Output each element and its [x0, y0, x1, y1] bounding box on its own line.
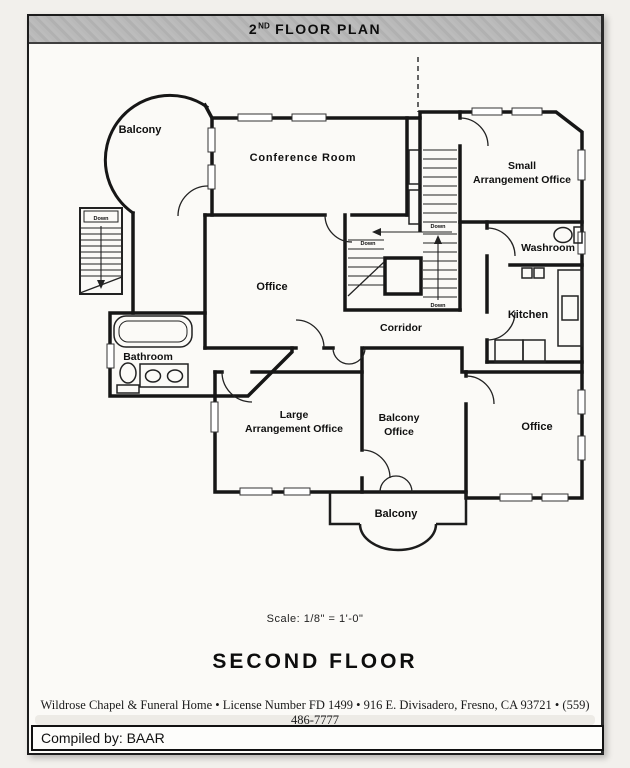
door-arc — [486, 227, 516, 257]
fixtures — [113, 226, 583, 394]
sink — [144, 369, 162, 383]
window — [239, 487, 273, 496]
stair-arrow-head — [434, 235, 442, 244]
kitchen-counter — [557, 269, 583, 347]
bottom-balcony-bay — [328, 492, 468, 552]
kitchen-sink — [561, 295, 579, 321]
kitchen-counter — [522, 339, 546, 363]
room-label-small-arrangement-2: Arrangement Office — [473, 174, 571, 186]
floor-plan-drawing: Balcony Conference Room Small Arrangemen… — [79, 57, 586, 552]
toilet-tank — [573, 226, 583, 244]
stair-break-line — [347, 261, 385, 297]
room-label-conference: Conference Room — [250, 152, 357, 164]
stove-burner — [533, 267, 545, 279]
window — [577, 149, 586, 181]
left-flight-treads — [348, 239, 384, 286]
window — [210, 401, 219, 433]
window — [577, 389, 586, 415]
down-label-box — [83, 210, 119, 223]
stair-break-line — [79, 276, 123, 294]
door-arc — [459, 117, 489, 147]
closet — [408, 189, 421, 225]
door-arc — [361, 449, 391, 479]
stairwell-wall — [343, 213, 462, 312]
window — [283, 487, 311, 496]
window — [499, 493, 533, 502]
kitchen-counter — [494, 339, 524, 363]
footer-business-info: Wildrose Chapel & Funeral Home • License… — [40, 698, 590, 727]
door-arc — [295, 319, 325, 349]
stair-arrow-head — [372, 228, 381, 236]
floor-title: SECOND FLOOR — [212, 650, 418, 673]
stove-burner — [521, 267, 533, 279]
scan-smudge — [35, 715, 595, 725]
stair-landing-box — [383, 256, 423, 296]
room-label-bathroom: Bathroom — [123, 351, 173, 363]
sink — [166, 369, 184, 383]
upper-flight-treads — [423, 149, 457, 223]
room-label-balcony-office-2: Office — [384, 426, 414, 438]
bathtub-inner — [118, 320, 188, 343]
compiled-by-bar: Compiled by: BAAR — [31, 725, 604, 751]
room-label-kitchen: Kitchen — [508, 309, 549, 321]
down-label-mid-stair: Down — [361, 241, 377, 247]
double-door-arc — [332, 347, 366, 365]
document-page: 2ND FLOOR PLAN — [27, 14, 604, 755]
bay-walls — [328, 492, 468, 526]
room-label-large-arrangement-1: Large — [280, 409, 309, 421]
room-labels: Balcony Conference Room Small Arrangemen… — [119, 124, 575, 520]
room-label-large-arrangement-2: Arrangement Office — [245, 423, 343, 435]
room-label-office-right: Office — [521, 421, 552, 433]
down-label-left-stair: Down — [94, 216, 110, 222]
walls — [103, 93, 584, 500]
room-label-balcony-office-1: Balcony — [379, 412, 420, 424]
closet — [408, 149, 421, 185]
doors — [177, 117, 516, 493]
room-label-balcony-bottom: Balcony — [375, 508, 419, 520]
down-label-right-stair: Down — [431, 303, 447, 309]
french-door-arc — [379, 475, 413, 493]
stair-outline — [79, 207, 123, 295]
left-staircase — [79, 207, 123, 295]
room-label-small-arrangement-1: Small — [508, 160, 536, 172]
toilet-bowl — [119, 362, 137, 384]
room-label-corridor: Corridor — [380, 322, 422, 334]
down-labels: Down Down Down Down — [94, 216, 447, 309]
title-superscript: ND — [258, 21, 270, 31]
round-balcony-wall — [103, 93, 210, 216]
plan-title: 2ND FLOOR PLAN — [248, 21, 382, 37]
toilet-tank — [116, 384, 140, 394]
door-arc — [221, 371, 253, 403]
window — [207, 164, 216, 190]
down-label-upper-stair: Down — [431, 224, 447, 230]
toilet-bowl — [553, 226, 573, 244]
window — [237, 113, 273, 122]
bathroom-exterior-wall — [108, 211, 294, 398]
door-arc — [324, 214, 353, 243]
window — [471, 107, 503, 116]
plan-title-bar: 2ND FLOOR PLAN — [29, 16, 601, 44]
central-staircase — [347, 149, 457, 300]
compiled-by-text: Compiled by: BAAR — [41, 730, 165, 746]
vanity-counter — [139, 363, 189, 388]
room-label-office-center: Office — [256, 281, 287, 293]
window — [207, 127, 216, 153]
door-arc — [177, 185, 209, 217]
room-label-balcony-top: Balcony — [119, 124, 163, 136]
window — [106, 343, 115, 369]
window — [541, 493, 569, 502]
door-arc — [465, 375, 495, 405]
room-label-washroom: Washroom — [521, 242, 575, 254]
corridor-south-wall — [203, 346, 468, 374]
window — [577, 435, 586, 461]
window — [511, 107, 543, 116]
window — [291, 113, 327, 122]
scale-note: Scale: 1/8" = 1'-0" — [266, 613, 364, 625]
bathtub — [113, 315, 193, 348]
bay-curve — [358, 523, 438, 552]
door-arc — [486, 311, 516, 341]
